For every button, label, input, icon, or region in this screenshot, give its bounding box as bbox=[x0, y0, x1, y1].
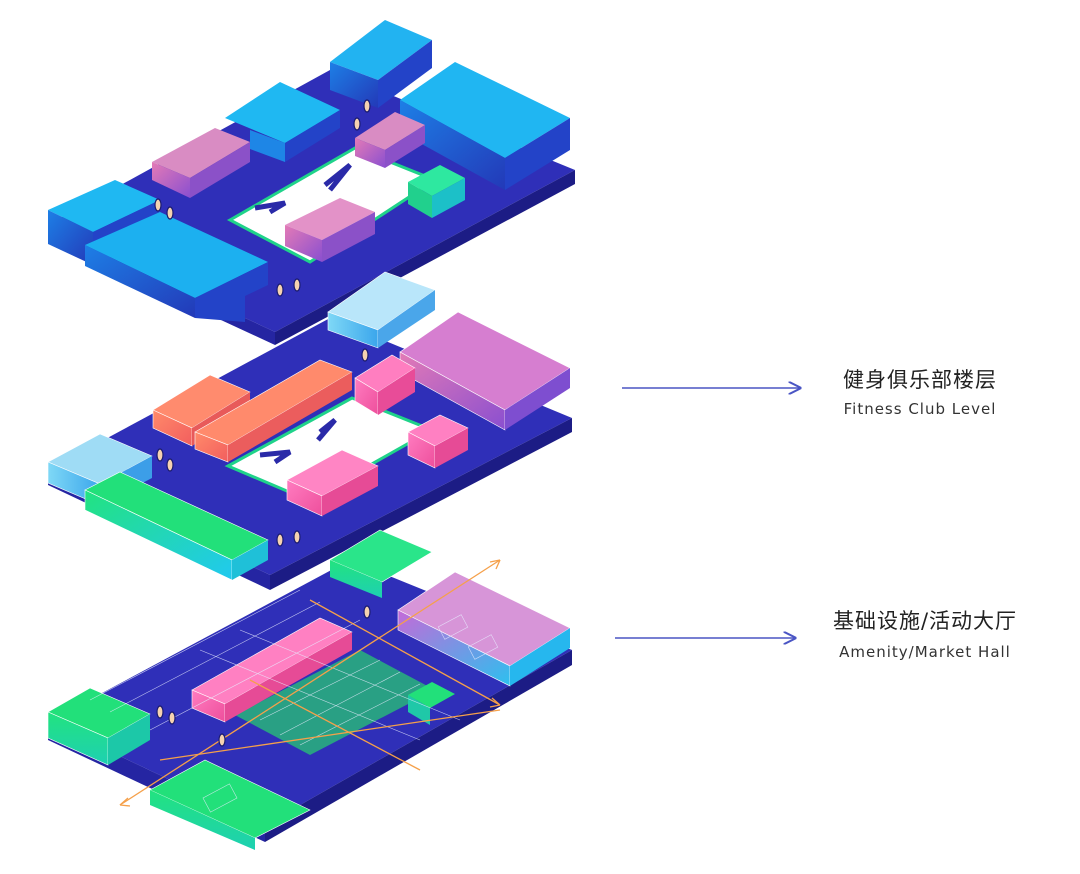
label-amenity: 基础设施/活动大厅 Amenity/Market Hall bbox=[818, 605, 1032, 661]
label-fitness-en: Fitness Club Level bbox=[843, 400, 997, 418]
mid-lightblue-block-2 bbox=[327, 271, 436, 349]
top-blue-block-3 bbox=[225, 82, 340, 162]
top-pink-block-3 bbox=[285, 198, 375, 262]
top-level-roof bbox=[48, 20, 575, 345]
top-entrance-markers bbox=[154, 99, 371, 297]
mid-coral-block-2 bbox=[194, 359, 353, 463]
label-fitness-zh: 健身俱乐部楼层 bbox=[843, 368, 997, 392]
mid-purple-block bbox=[399, 311, 571, 431]
top-pink-block-1 bbox=[152, 128, 250, 198]
bot-sketch-lines bbox=[89, 589, 499, 813]
middle-level-fitness bbox=[47, 271, 572, 590]
top-blue-block-2 bbox=[85, 212, 268, 322]
label-fitness: 健身俱乐部楼层 Fitness Club Level bbox=[820, 364, 1020, 418]
mid-pink-block-2 bbox=[407, 414, 469, 469]
bot-green-block-1 bbox=[47, 687, 151, 766]
bot-circulation-routes bbox=[119, 559, 501, 807]
mid-pink-block-1 bbox=[354, 354, 416, 416]
bot-green-block-2 bbox=[149, 759, 311, 850]
bot-purple-block bbox=[397, 571, 571, 687]
top-green-block bbox=[408, 165, 465, 218]
top-blue-block-5 bbox=[400, 62, 570, 190]
mid-entrance-markers bbox=[156, 348, 369, 547]
mid-pink-block-3 bbox=[286, 449, 379, 517]
mid-green-block bbox=[84, 471, 269, 581]
label-amenity-zh: 基础设施/活动大厅 bbox=[832, 609, 1018, 633]
bot-pink-block bbox=[191, 617, 353, 723]
label-amenity-en: Amenity/Market Hall bbox=[839, 643, 1011, 661]
bot-green-block-4 bbox=[408, 682, 455, 725]
top-blue-block-4 bbox=[330, 20, 432, 108]
bottom-level-amenity bbox=[47, 529, 572, 850]
top-pink-block-2 bbox=[355, 112, 425, 168]
bot-entrance-markers bbox=[156, 605, 371, 747]
bot-green-block-3 bbox=[329, 529, 433, 598]
